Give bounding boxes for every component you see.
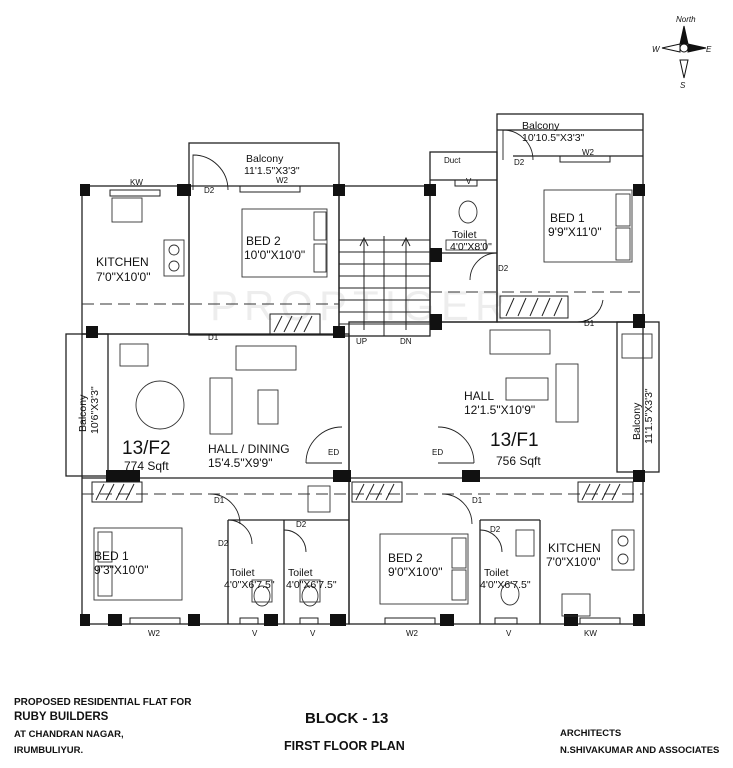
- balcony-top-f1-name: Balcony: [522, 120, 560, 132]
- tag-d1-f1: D1: [584, 319, 595, 328]
- tag-d2-top-f2: D2: [204, 186, 215, 195]
- tag-d1-f2: D1: [208, 333, 219, 342]
- tag-v-bottom-a: V: [252, 629, 258, 638]
- stair-up-label: UP: [356, 337, 367, 346]
- balcony-top-f1-size: 10'10.5"X3'3": [522, 132, 585, 144]
- balcony-top-f2-size: 11'1.5"X3'3": [244, 165, 300, 177]
- compass-west-label: W: [652, 45, 661, 54]
- compass-icon: [661, 25, 707, 79]
- tag-v-bottom-c: V: [506, 629, 512, 638]
- tag-d2-top-f1: D2: [514, 158, 525, 167]
- toilet-b-f2-name: Toilet: [288, 567, 313, 579]
- bed1-f2-size: 9'3"X10'0": [94, 563, 148, 577]
- kitchen-f1-name: KITCHEN: [548, 541, 601, 555]
- tag-d2-bottom-c: D2: [490, 525, 501, 534]
- tag-d1-bottom-f1: D1: [472, 496, 483, 505]
- tag-w2-top-f1: W2: [582, 148, 595, 157]
- hall-f2-size: 15'4.5"X9'9": [208, 456, 272, 470]
- footer-builder: RUBY BUILDERS: [14, 711, 109, 723]
- footer-architects: ARCHITECTS: [560, 728, 622, 739]
- flat-f1-id: 13/F1: [490, 430, 539, 451]
- watermark: PROPTIGER: [210, 282, 512, 329]
- hall-f2-name: HALL / DINING: [208, 442, 290, 456]
- tag-d2-bottom-a: D2: [218, 539, 229, 548]
- toilet-bottom-f1-size: 4'0"X6'7.5": [480, 579, 531, 591]
- toilet-a-f2-size: 4'0"X6'7.5": [224, 579, 275, 591]
- tag-d2-mid-f1: D2: [498, 264, 509, 273]
- kitchen-f2-size: 7'0"X10'0": [96, 270, 150, 284]
- compass-north-label: North: [676, 15, 696, 24]
- flat-f2-area: 774 Sqft: [124, 459, 169, 473]
- tag-w2-bottom-f1: W2: [406, 629, 419, 638]
- footer-proposed: PROPOSED RESIDENTIAL FLAT FOR: [14, 697, 192, 708]
- tag-ed-f2: ED: [328, 448, 339, 457]
- toilet-b-f2-size: 4'0"X6'7.5": [286, 579, 337, 591]
- tag-kw-f2: KW: [130, 178, 143, 187]
- toilet-top-f1-size: 4'0"X8'0": [450, 241, 492, 253]
- bed1-f1-name: BED 1: [550, 211, 585, 225]
- bed2-f2-name: BED 2: [246, 234, 281, 248]
- compass-south-label: S: [680, 81, 686, 90]
- flat-f2-id: 13/F2: [122, 438, 171, 459]
- bed2-f1-size: 9'0"X10'0": [388, 565, 442, 579]
- toilet-a-f2-name: Toilet: [230, 567, 255, 579]
- tag-d1-bottom-f2: D1: [214, 496, 225, 505]
- balcony-side-f1-name: Balcony: [631, 402, 643, 440]
- bed1-f1-size: 9'9"X11'0": [548, 225, 602, 239]
- balcony-side-f1-size: 11'1.5"X3'3": [643, 388, 655, 444]
- footer-address1: AT CHANDRAN NAGAR,: [14, 729, 124, 740]
- balcony-top-f2-name: Balcony: [246, 153, 284, 165]
- footer-address2: IRUMBULIYUR.: [14, 745, 84, 756]
- stair-dn-label: DN: [400, 337, 412, 346]
- tag-w2-top-f2: W2: [276, 176, 289, 185]
- toilet-top-f1-name: Toilet: [452, 229, 477, 241]
- flat-f1-area: 756 Sqft: [496, 454, 541, 468]
- footer-firm: N.SHIVAKUMAR AND ASSOCIATES: [560, 745, 720, 756]
- footer-floor: FIRST FLOOR PLAN: [284, 739, 405, 753]
- tag-kw-f1: KW: [584, 629, 597, 638]
- tag-d2-bottom-b: D2: [296, 520, 307, 529]
- tag-ed-f1: ED: [432, 448, 443, 457]
- balcony-side-f2-size: 10'6"X3'3": [89, 386, 101, 434]
- duct-label: Duct: [444, 156, 461, 165]
- toilet-bottom-f1-name: Toilet: [484, 567, 509, 579]
- hall-f1-size: 12'1.5"X10'9": [464, 403, 535, 417]
- bed2-f1-name: BED 2: [388, 551, 423, 565]
- compass-east-label: E: [706, 45, 712, 54]
- balcony-side-f2-name: Balcony: [77, 394, 89, 432]
- hall-f1-name: HALL: [464, 389, 494, 403]
- footer-block: BLOCK - 13: [305, 710, 389, 727]
- bed1-f2-name: BED 1: [94, 549, 129, 563]
- tag-v-duct: V: [466, 177, 472, 186]
- bed2-f2-size: 10'0"X10'0": [244, 248, 305, 262]
- tag-v-bottom-b: V: [310, 629, 316, 638]
- plan-labels: North S E W KITCHEN 7'0"X10'0" Balcony 1…: [77, 15, 712, 638]
- kitchen-f1-size: 7'0"X10'0": [546, 555, 600, 569]
- kitchen-f2-name: KITCHEN: [96, 255, 149, 269]
- floor-plan: [65, 25, 707, 626]
- tag-w2-bottom-f2: W2: [148, 629, 161, 638]
